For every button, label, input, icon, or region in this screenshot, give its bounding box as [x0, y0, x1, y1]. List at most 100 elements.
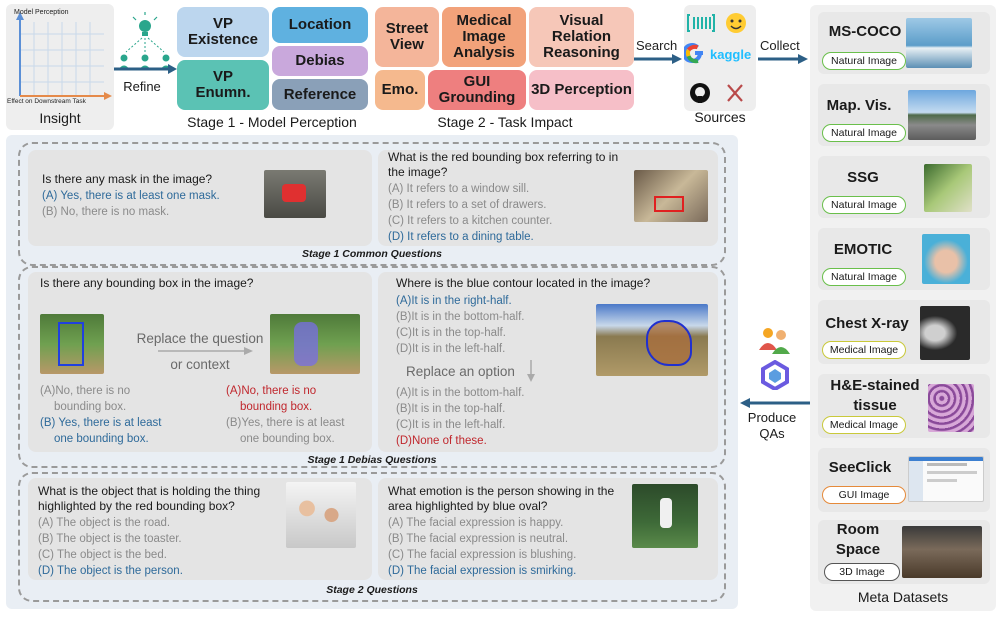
chip-vp-existence: VP Existence: [177, 7, 269, 57]
people-icon: [759, 328, 790, 354]
chip-debias: Debias: [272, 46, 368, 76]
sources-icons: kaggle: [684, 13, 751, 103]
insight-panel: [6, 4, 114, 130]
insight-y-label: Model Perception: [14, 9, 69, 16]
meta-tag: Natural Image: [822, 268, 906, 286]
crowd-thumbnail: [286, 482, 356, 548]
common-q1-question: Is there any mask in the image?: [42, 172, 213, 186]
insight-x-label: Effect on Downstream Task: [7, 98, 86, 105]
option: (B)It is in the top-half.: [396, 403, 506, 415]
option: (C) The facial expression is blushing.: [388, 549, 577, 561]
meta-tag: Natural Image: [822, 52, 906, 70]
search-arrow: [634, 54, 682, 64]
replace-arrow: [158, 347, 253, 355]
option: (B) The object is the toaster.: [38, 533, 182, 545]
sources-label: Sources: [694, 109, 746, 125]
chip-location: Location: [272, 7, 368, 43]
meta-name: Chest X-ray: [825, 315, 909, 332]
option: (B) It refers to a set of drawers.: [388, 199, 547, 211]
option: one bounding box.: [240, 433, 335, 445]
option: (B)It is in the bottom-half.: [396, 311, 525, 323]
insight-chart: [16, 12, 112, 100]
option: bounding box.: [240, 401, 313, 413]
option: (D)None of these.: [396, 435, 487, 447]
option: (A)It is in the bottom-half.: [396, 387, 525, 399]
baseball-thumbnail: [40, 314, 104, 374]
meta-name: SeeClick: [828, 459, 892, 476]
tissue-thumbnail: [928, 384, 974, 432]
common-q2-question: What is the red bounding box referring t…: [388, 150, 619, 179]
stage1-caption: Stage 1 - Model Perception: [187, 114, 357, 130]
meta-caption: Meta Datasets: [857, 589, 949, 605]
refine-arrow: [114, 64, 177, 74]
stage2-q1-question: What is the object that is holding the t…: [38, 484, 261, 513]
chip-medical-image-analysis: Medical Image Analysis: [442, 7, 526, 67]
option: (A)No, there is no: [226, 385, 317, 397]
baseball-masked-thumbnail: [270, 314, 360, 374]
option: (A) It refers to a window sill.: [388, 183, 530, 195]
option: (A) The object is the road.: [38, 517, 171, 529]
meta-tag: Medical Image: [822, 341, 906, 359]
chip-vp-enumn: VP Enumn.: [177, 60, 269, 110]
gui-thumbnail: [908, 456, 984, 502]
option: (C) The object is the bed.: [38, 549, 167, 561]
chip-visual-relation-reasoning: Visual Relation Reasoning: [529, 7, 634, 67]
option: (B) No, there is no mask.: [42, 206, 170, 218]
google-icon: [684, 43, 703, 64]
option: (D) The facial expression is smirking.: [388, 565, 577, 577]
replace-question-label: Replace the question or context: [136, 331, 264, 372]
collect-arrow: [758, 54, 808, 64]
stage1-debias-title: Stage 1 Debias Questions: [307, 454, 437, 466]
meta-name: MS-COCO: [828, 23, 902, 40]
stage1-common-frame: [18, 142, 726, 266]
stage2-questions-title: Stage 2 Questions: [326, 584, 418, 596]
option: (A)It is in the right-half.: [396, 295, 512, 307]
chip-3d-perception: 3D Perception: [529, 70, 634, 110]
stage2-caption: Stage 2 - Task Impact: [437, 114, 573, 130]
skater-thumbnail: [924, 164, 972, 212]
stage2-q2-question: What emotion is the person showing in th…: [388, 484, 615, 513]
option: (D) It refers to a dining table.: [388, 231, 534, 243]
insight-caption: Insight: [39, 110, 81, 126]
meta-name: EMOTIC: [833, 241, 893, 258]
debias-q1-question: Is there any bounding box in the image?: [40, 276, 254, 290]
chip-gui-grounding: GUI Grounding: [428, 70, 526, 110]
huggingface-icon: [726, 13, 746, 33]
option: (B)Yes, there is at least: [226, 417, 345, 429]
option: (C) It refers to a kitchen counter.: [388, 215, 553, 227]
kitchen-thumbnail: [634, 170, 708, 222]
option: (D) The object is the person.: [38, 565, 183, 577]
x-icon: [727, 84, 743, 102]
kaggle-icon: kaggle: [710, 47, 751, 62]
meta-tag: GUI Image: [822, 486, 906, 504]
ai-logo-icon: [761, 360, 789, 390]
paperswithcode-icon: [687, 14, 715, 32]
meta-tag: Medical Image: [822, 416, 906, 434]
produce-label: Produce QAs: [747, 410, 797, 441]
stage2-questions-frame: [18, 472, 726, 602]
xray-thumbnail: [920, 306, 970, 360]
option: (A) Yes, there is at least one mask.: [42, 190, 220, 202]
option: (D)It is in the left-half.: [396, 343, 506, 355]
option: (B) Yes, there is at least: [40, 417, 162, 429]
chip-street-view: Street View: [375, 7, 439, 67]
collect-label: Collect: [760, 38, 800, 53]
mask-thumbnail: [264, 170, 326, 218]
replace-option-label: Replace an option: [406, 364, 515, 379]
option: bounding box.: [54, 401, 127, 413]
chip-emo: Emo.: [375, 70, 425, 110]
room-thumbnail: [902, 526, 982, 578]
meta-tag: Natural Image: [822, 124, 906, 142]
debias-q2-question: Where is the blue contour located in the…: [396, 276, 651, 290]
stage1-common-title: Stage 1 Common Questions: [301, 248, 443, 260]
option: (B) The facial expression is neutral.: [388, 533, 569, 545]
meta-name: H&E-stained tissue: [830, 377, 920, 414]
option: (A)No, there is no: [40, 385, 131, 397]
github-icon: [690, 83, 710, 103]
produce-arrow: [740, 398, 810, 408]
chip-reference: Reference: [272, 79, 368, 110]
meta-tag: Natural Image: [822, 196, 906, 214]
horse-thumbnail: [596, 304, 708, 376]
replace-option-arrow: [527, 360, 535, 382]
surfer-thumbnail: [906, 18, 972, 68]
